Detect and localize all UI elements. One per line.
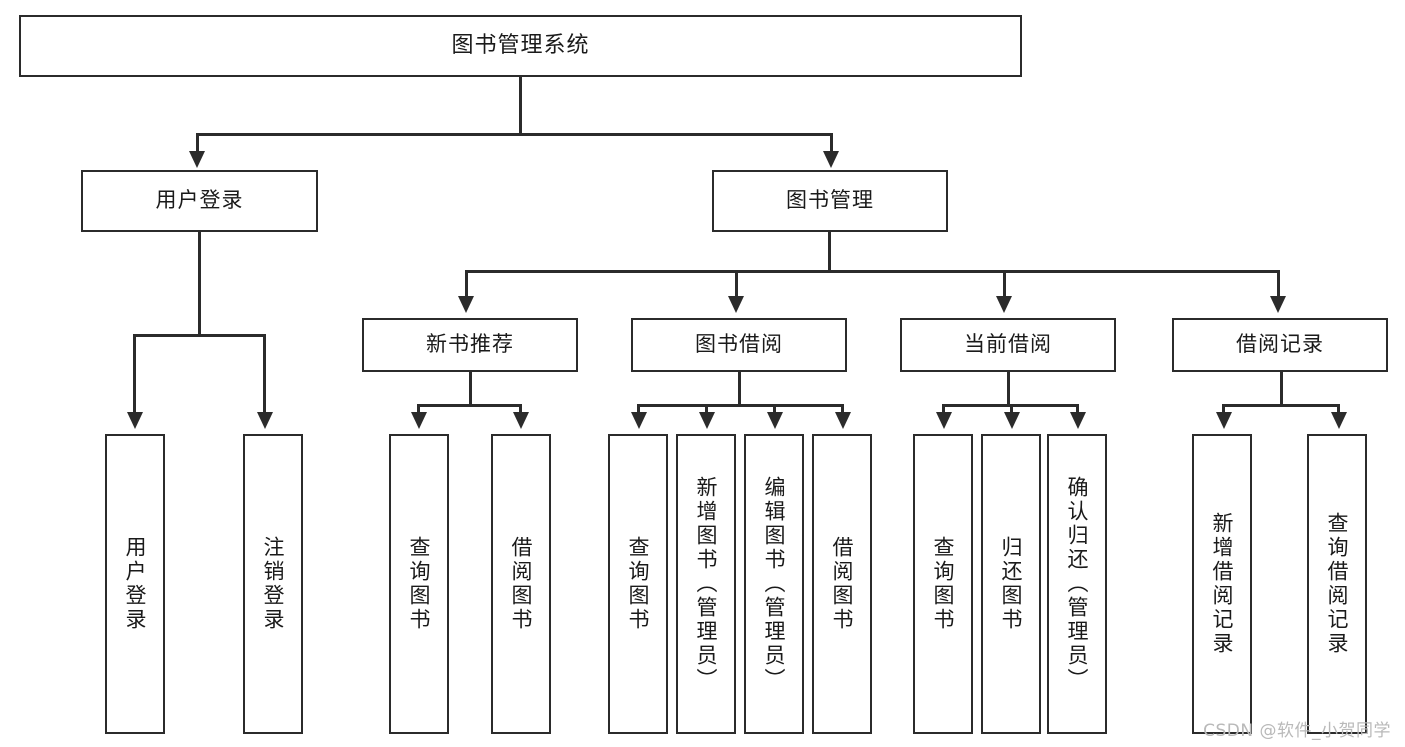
- connector-book-borrow-stem: [738, 372, 741, 406]
- node-leaf-borrow-edit-book[interactable]: 编辑图书（管理员）: [744, 434, 804, 734]
- node-leaf-rec-query-record[interactable]: 查询借阅记录: [1307, 434, 1367, 734]
- node-root[interactable]: 图书管理系统: [19, 15, 1022, 77]
- node-borrow-record[interactable]: 借阅记录: [1172, 318, 1388, 372]
- connector-cb-leaf3: [1076, 404, 1079, 414]
- connector-br-leaf2: [1337, 404, 1340, 414]
- connector-user-login-leaf1: [133, 334, 136, 414]
- connector-bb-leaf2: [705, 404, 708, 414]
- connector-br-leaf1: [1222, 404, 1225, 414]
- arrowhead-leaf-rec-query-book: [411, 412, 427, 429]
- node-leaf-rec-borrow-book[interactable]: 借阅图书: [491, 434, 551, 734]
- arrowhead-leaf-borrow-query-book: [631, 412, 647, 429]
- connector-cb-leaf2: [1010, 404, 1013, 414]
- connector-new-book-rec-bus: [417, 404, 522, 407]
- node-book-manage[interactable]: 图书管理: [712, 170, 948, 232]
- arrowhead-user-login: [189, 151, 205, 168]
- node-leaf-user-login[interactable]: 用户登录: [105, 434, 165, 734]
- node-leaf-cur-return-book[interactable]: 归还图书: [981, 434, 1041, 734]
- arrowhead-leaf-cur-confirm-return: [1070, 412, 1086, 429]
- connector-bb-leaf1: [637, 404, 640, 414]
- connector-user-login-bus: [133, 334, 266, 337]
- connector-nbr-leaf1: [417, 404, 420, 414]
- node-current-borrow[interactable]: 当前借阅: [900, 318, 1116, 372]
- arrowhead-leaf-cur-query-book: [936, 412, 952, 429]
- watermark-text: CSDN @软件_小贺同学: [1203, 721, 1391, 741]
- node-leaf-cur-confirm-return[interactable]: 确认归还（管理员）: [1047, 434, 1107, 734]
- arrowhead-borrow-record: [1270, 296, 1286, 313]
- connector-borrow-record-bus: [1222, 404, 1340, 407]
- arrowhead-leaf-user-logout: [257, 412, 273, 429]
- arrowhead-leaf-rec-borrow-book: [513, 412, 529, 429]
- arrowhead-book-manage: [823, 151, 839, 168]
- arrowhead-book-borrow: [728, 296, 744, 313]
- connector-current-borrow-stem: [1007, 372, 1010, 406]
- arrowhead-leaf-borrow-edit-book: [767, 412, 783, 429]
- arrowhead-leaf-rec-add-record: [1216, 412, 1232, 429]
- connector-root-stem: [519, 77, 522, 135]
- arrowhead-leaf-borrow-borrow-book: [835, 412, 851, 429]
- arrowhead-current-borrow: [996, 296, 1012, 313]
- node-leaf-borrow-query-book[interactable]: 查询图书: [608, 434, 668, 734]
- node-book-borrow[interactable]: 图书借阅: [631, 318, 847, 372]
- connector-bb-leaf3: [773, 404, 776, 414]
- connector-bm-to-new-book-rec: [465, 270, 468, 298]
- connector-book-manage-stem: [828, 232, 831, 272]
- connector-root-to-user-login: [196, 133, 199, 153]
- arrowhead-leaf-user-login: [127, 412, 143, 429]
- connector-new-book-rec-stem: [469, 372, 472, 406]
- node-new-book-rec[interactable]: 新书推荐: [362, 318, 578, 372]
- node-leaf-borrow-add-book[interactable]: 新增图书（管理员）: [676, 434, 736, 734]
- connector-nbr-leaf2: [519, 404, 522, 414]
- node-user-login[interactable]: 用户登录: [81, 170, 318, 232]
- connector-root-bus: [196, 133, 833, 136]
- connector-bm-to-book-borrow: [735, 270, 738, 298]
- connector-user-login-stem: [198, 232, 201, 336]
- node-leaf-borrow-borrow-book[interactable]: 借阅图书: [812, 434, 872, 734]
- connector-borrow-record-stem: [1280, 372, 1283, 406]
- node-leaf-rec-query-book[interactable]: 查询图书: [389, 434, 449, 734]
- connector-book-borrow-bus: [637, 404, 844, 407]
- arrowhead-new-book-rec: [458, 296, 474, 313]
- connector-book-manage-bus: [465, 270, 1280, 273]
- arrowhead-leaf-rec-query-record: [1331, 412, 1347, 429]
- node-leaf-user-logout[interactable]: 注销登录: [243, 434, 303, 734]
- connector-root-to-book-manage: [830, 133, 833, 153]
- node-leaf-rec-add-record[interactable]: 新增借阅记录: [1192, 434, 1252, 734]
- connector-user-login-leaf2: [263, 334, 266, 414]
- connector-bb-leaf4: [841, 404, 844, 414]
- connector-bm-to-borrow-record: [1277, 270, 1280, 298]
- connector-bm-to-current-borrow: [1003, 270, 1006, 298]
- node-leaf-cur-query-book[interactable]: 查询图书: [913, 434, 973, 734]
- arrowhead-leaf-borrow-add-book: [699, 412, 715, 429]
- connector-cb-leaf1: [942, 404, 945, 414]
- arrowhead-leaf-cur-return-book: [1004, 412, 1020, 429]
